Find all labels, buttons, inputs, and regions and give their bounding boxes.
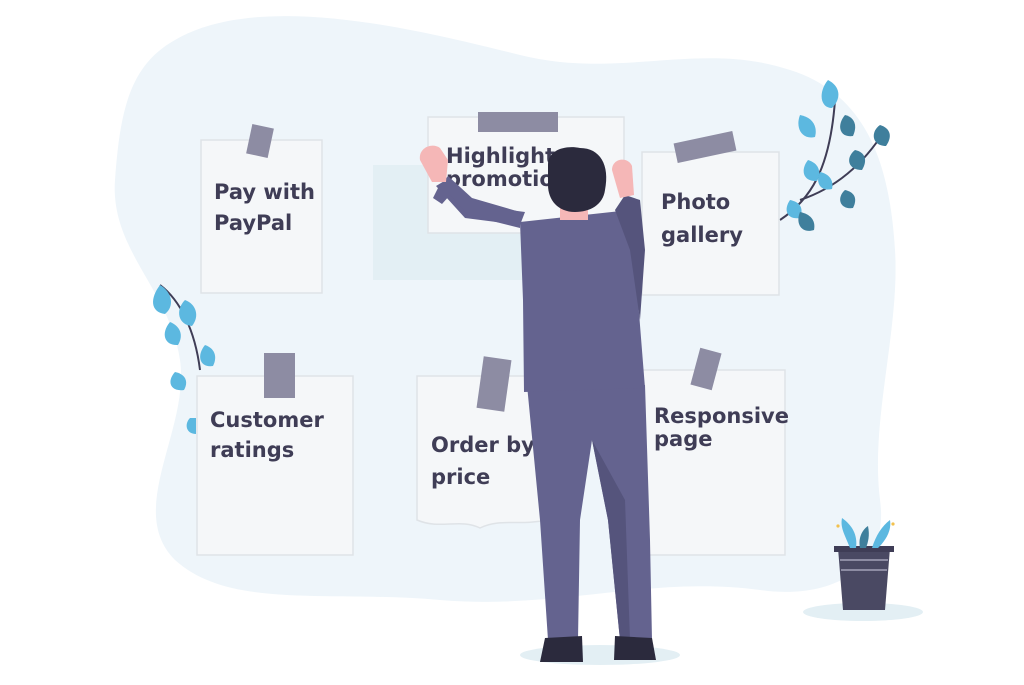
note-line: price [431,465,490,489]
sticky-note: Responsive page [635,347,789,556]
note-line: PayPal [214,211,292,235]
note-line: Order by [431,433,535,457]
potted-plant-icon [803,518,923,621]
note-line: page [654,427,712,451]
person-figure-icon [419,145,656,662]
sticky-note: Photo gallery [641,130,780,296]
tape-icon [673,130,737,164]
tape-icon [478,112,558,132]
note-line: Customer [210,408,324,432]
tape-icon [264,353,295,398]
plant-right-icon [779,80,890,231]
note-line: Responsive [654,404,789,428]
note-line: promotio [446,167,554,191]
sticky-note: Customer ratings [196,353,354,556]
note-line: Pay with [214,180,315,204]
tape-icon [246,124,274,158]
sticky-note: Order by price [416,356,548,529]
sticky-note: Pay with PayPal [200,124,323,294]
tape-icon [690,347,722,391]
note-line: gallery [661,223,743,247]
plant-left-icon [153,284,216,434]
note-line: Photo [661,190,730,214]
note-line: ratings [210,438,294,462]
tape-icon [476,356,512,412]
note-line: Highlight [446,144,555,168]
